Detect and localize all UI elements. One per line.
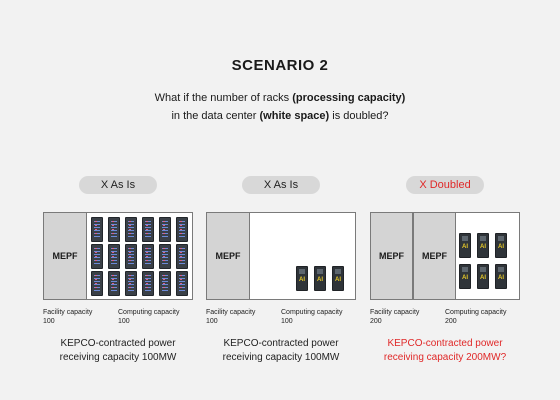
server-rack xyxy=(125,271,137,296)
server-rack xyxy=(108,271,120,296)
mepf-block: MEPF xyxy=(44,213,87,299)
computing-capacity-value: 100 xyxy=(118,318,130,325)
server-rack xyxy=(125,217,137,242)
power-note-line: receiving capacity 200MW? xyxy=(383,352,507,363)
ai-rack-label: AI xyxy=(462,275,468,281)
ai-rack: AI xyxy=(477,264,489,289)
computing-capacity-label: Computing capacity xyxy=(281,309,343,316)
status-badge: X As Is xyxy=(242,176,320,194)
ai-rack: AI xyxy=(314,266,326,291)
power-note-line: KEPCO-contracted power xyxy=(387,338,503,349)
mepf-block: MEPF xyxy=(371,213,413,299)
facility-capacity-value: 100 xyxy=(206,318,218,325)
server-rack xyxy=(159,244,171,269)
panel-as-is-ai: X As Is MEPF AI AI AI Facility capacity … xyxy=(206,176,356,363)
server-rack xyxy=(176,244,188,269)
ai-rack: AI xyxy=(332,266,344,291)
status-badge: X As Is xyxy=(79,176,157,194)
ai-rack: AI xyxy=(459,264,471,289)
computing-capacity: Computing capacity 100 xyxy=(118,308,179,326)
ai-rack-label: AI xyxy=(480,275,486,281)
power-note-line: KEPCO-contracted power xyxy=(60,338,176,349)
computing-capacity: Computing capacity 100 xyxy=(281,308,342,326)
panel-doubled: X Doubled MEPF MEPF AI AI AI AI AI AI Fa… xyxy=(370,176,520,363)
power-note-line: receiving capacity 100MW xyxy=(59,352,177,363)
question-line-2: in the data center (white space) is doub… xyxy=(0,107,560,125)
ai-rack-label: AI xyxy=(317,277,323,283)
server-rack xyxy=(142,217,154,242)
computing-capacity-value: 200 xyxy=(445,318,457,325)
server-rack xyxy=(142,244,154,269)
computing-capacity-label: Computing capacity xyxy=(445,309,507,316)
server-rack xyxy=(142,271,154,296)
power-note-line: KEPCO-contracted power xyxy=(223,338,339,349)
ai-rack-label: AI xyxy=(498,244,504,250)
facility-capacity-value: 100 xyxy=(43,318,55,325)
mepf-block: MEPF xyxy=(413,213,456,299)
power-capacity-note: KEPCO-contracted power receiving capacit… xyxy=(33,337,203,365)
data-center-layout: MEPF AI AI AI xyxy=(206,212,356,300)
question-emphasis: (processing capacity) xyxy=(292,92,406,104)
data-center-layout: MEPF xyxy=(43,212,193,300)
facility-capacity-label: Facility capacity xyxy=(206,309,256,316)
panel-as-is-full: X As Is MEPF Facility capacity 100 Compu… xyxy=(43,176,193,363)
question-text: is doubled? xyxy=(329,110,389,122)
server-rack xyxy=(176,271,188,296)
data-center-layout: MEPF MEPF AI AI AI AI AI AI xyxy=(370,212,520,300)
question-line-1: What if the number of racks (processing … xyxy=(0,89,560,107)
facility-capacity: Facility capacity 100 xyxy=(43,308,92,326)
ai-rack-label: AI xyxy=(498,275,504,281)
server-rack xyxy=(108,244,120,269)
ai-rack: AI xyxy=(495,233,507,258)
ai-rack-label: AI xyxy=(299,277,305,283)
question-emphasis: (white space) xyxy=(259,110,330,122)
status-badge: X Doubled xyxy=(406,176,484,194)
server-rack xyxy=(91,271,103,296)
question-text: in the data center xyxy=(171,110,260,122)
power-note-line: receiving capacity 100MW xyxy=(222,352,340,363)
computing-capacity-label: Computing capacity xyxy=(118,309,180,316)
ai-rack-label: AI xyxy=(462,244,468,250)
power-capacity-note: KEPCO-contracted power receiving capacit… xyxy=(196,337,366,365)
mepf-block: MEPF xyxy=(207,213,250,299)
facility-capacity-label: Facility capacity xyxy=(43,309,93,316)
ai-rack: AI xyxy=(296,266,308,291)
scenario-question: What if the number of racks (processing … xyxy=(0,89,560,125)
server-rack xyxy=(91,217,103,242)
facility-capacity-label: Facility capacity xyxy=(370,309,420,316)
computing-capacity: Computing capacity 200 xyxy=(445,308,506,326)
ai-rack: AI xyxy=(495,264,507,289)
ai-rack: AI xyxy=(477,233,489,258)
facility-capacity: Facility capacity 200 xyxy=(370,308,419,326)
server-rack xyxy=(108,217,120,242)
ai-rack-label: AI xyxy=(480,244,486,250)
server-rack xyxy=(159,217,171,242)
server-rack xyxy=(125,244,137,269)
computing-capacity-value: 100 xyxy=(281,318,293,325)
server-rack xyxy=(176,217,188,242)
scenario-title: SCENARIO 2 xyxy=(231,57,329,74)
ai-rack: AI xyxy=(459,233,471,258)
facility-capacity: Facility capacity 100 xyxy=(206,308,255,326)
server-rack xyxy=(91,244,103,269)
power-capacity-note: KEPCO-contracted power receiving capacit… xyxy=(360,337,530,365)
question-text: What if the number of racks xyxy=(154,92,293,104)
server-rack xyxy=(159,271,171,296)
facility-capacity-value: 200 xyxy=(370,318,382,325)
ai-rack-label: AI xyxy=(335,277,341,283)
